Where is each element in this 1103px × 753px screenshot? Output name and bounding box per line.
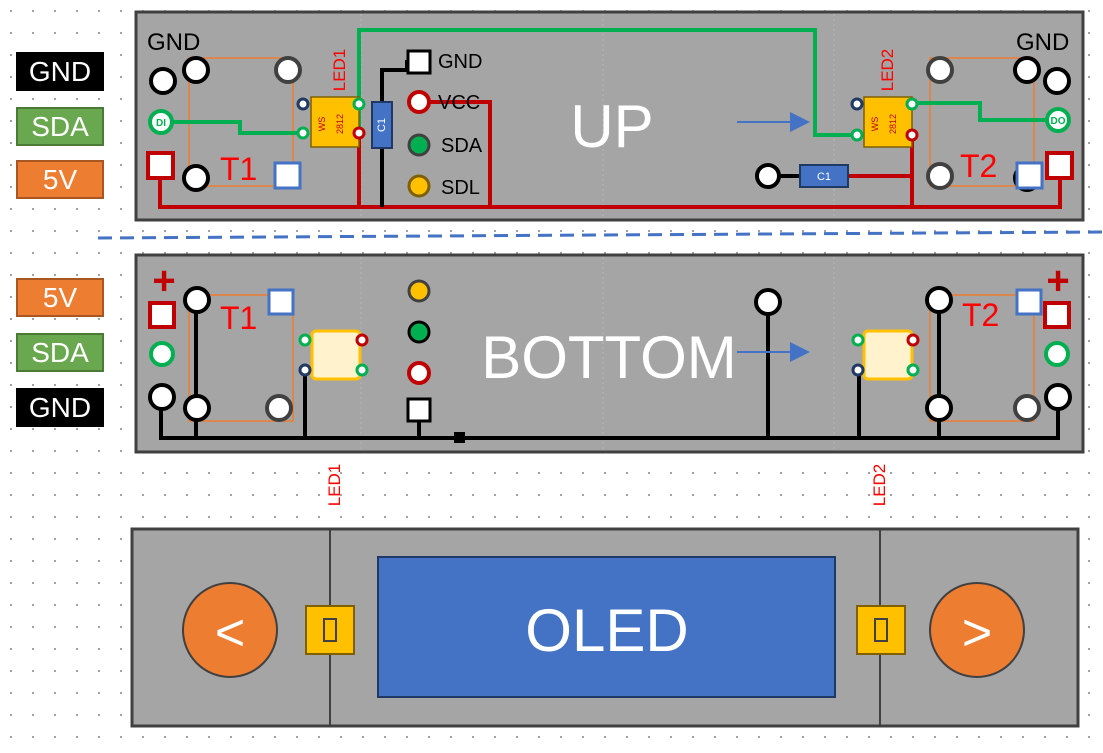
oled-board: OLED < >	[130, 527, 1080, 728]
svg-text:2812: 2812	[335, 114, 345, 134]
green-wire-left	[161, 120, 303, 135]
pad-gnd-t1	[182, 56, 210, 84]
led1-chip	[310, 96, 360, 148]
led2-chip	[863, 96, 913, 148]
led1-footprint	[310, 329, 362, 381]
connector-right	[856, 605, 906, 655]
pad-din	[148, 109, 174, 135]
led2-label-up: LED2	[878, 49, 897, 92]
right-button[interactable]	[929, 582, 1025, 678]
bottom-title: BOTTOM	[481, 324, 737, 391]
svg-text:2812: 2812	[888, 114, 898, 134]
capacitor-c1-right	[799, 164, 849, 188]
legend-5v: 5V	[16, 160, 104, 199]
connector-left	[305, 605, 355, 655]
pad-dout	[1045, 107, 1071, 133]
plus-label-left: +	[152, 259, 175, 303]
svg-text:C1: C1	[817, 171, 831, 183]
legend-gnd: GND	[16, 52, 104, 91]
t1-label-bottom: T1	[220, 300, 257, 336]
capacitor-c1-left	[371, 101, 393, 149]
led2-label-bottom: LED2	[870, 464, 889, 507]
black-wire-bus	[159, 397, 1060, 440]
led1-label-up: LED1	[330, 49, 349, 92]
svg-text:VCC: VCC	[438, 92, 480, 114]
legend-sda-bottom: SDA	[16, 333, 104, 372]
plus-label-right: +	[1046, 259, 1069, 303]
gnd-label-right: GND	[1016, 29, 1069, 56]
svg-text:WS: WS	[870, 117, 880, 132]
separator-line	[97, 230, 1103, 240]
pad-5v-right	[1045, 151, 1074, 180]
legend-sda: SDA	[16, 107, 104, 146]
legend-5v-bottom: 5V	[16, 278, 104, 317]
pad-5v-left	[146, 151, 175, 180]
gnd-label-left: GND	[147, 29, 200, 56]
left-button-label: <	[215, 604, 245, 662]
oled-screen	[377, 556, 836, 698]
green-wire-top	[357, 28, 857, 137]
up-title: UP	[570, 93, 653, 160]
connector-vcc-pin	[407, 90, 431, 114]
up-board: DI DO WS 2812 WS 2812 C1 C1	[134, 10, 1085, 222]
svg-text:GND: GND	[438, 51, 482, 73]
t1-label: T1	[220, 151, 257, 187]
red-wire-bus	[158, 165, 1062, 209]
left-button[interactable]	[182, 582, 278, 678]
oled-label: OLED	[525, 597, 688, 664]
t2-label-bottom: T2	[962, 297, 999, 333]
connector-sdl-pin	[407, 174, 431, 198]
bottom-board: + + T1 T2 BOTTOM	[134, 253, 1085, 454]
svg-text:WS: WS	[317, 117, 327, 132]
svg-text:SDA: SDA	[441, 135, 483, 157]
green-wire-right	[912, 101, 1058, 122]
din-label: DI	[156, 118, 166, 129]
connector-gnd-pin	[406, 49, 432, 75]
svg-text:C1: C1	[376, 118, 388, 132]
right-button-label: >	[962, 604, 992, 662]
led1-label-bottom: LED1	[325, 464, 344, 507]
svg-text:SDL: SDL	[441, 177, 480, 199]
led2-footprint	[862, 329, 914, 381]
dout-label: DO	[1051, 116, 1066, 127]
t2-label: T2	[960, 148, 997, 184]
legend-gnd-bottom: GND	[16, 388, 104, 427]
connector-sda-pin	[407, 133, 431, 157]
